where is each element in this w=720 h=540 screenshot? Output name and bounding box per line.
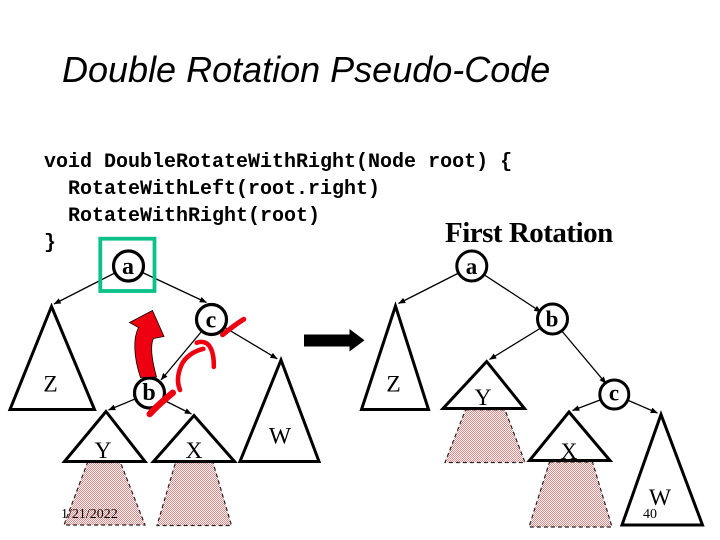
svg-text:Y: Y (475, 385, 492, 411)
svg-text:Z: Z (386, 372, 400, 398)
svg-text:a: a (122, 254, 134, 280)
svg-text:X: X (561, 439, 578, 465)
svg-text:c: c (609, 381, 619, 406)
svg-text:W: W (269, 424, 292, 450)
svg-text:a: a (466, 254, 478, 279)
svg-text:W: W (649, 485, 672, 511)
svg-text:X: X (186, 438, 203, 464)
svg-text:b: b (546, 307, 559, 332)
svg-text:b: b (142, 380, 155, 406)
svg-text:Y: Y (95, 438, 112, 464)
svg-text:c: c (206, 308, 217, 334)
svg-text:Z: Z (43, 372, 57, 398)
